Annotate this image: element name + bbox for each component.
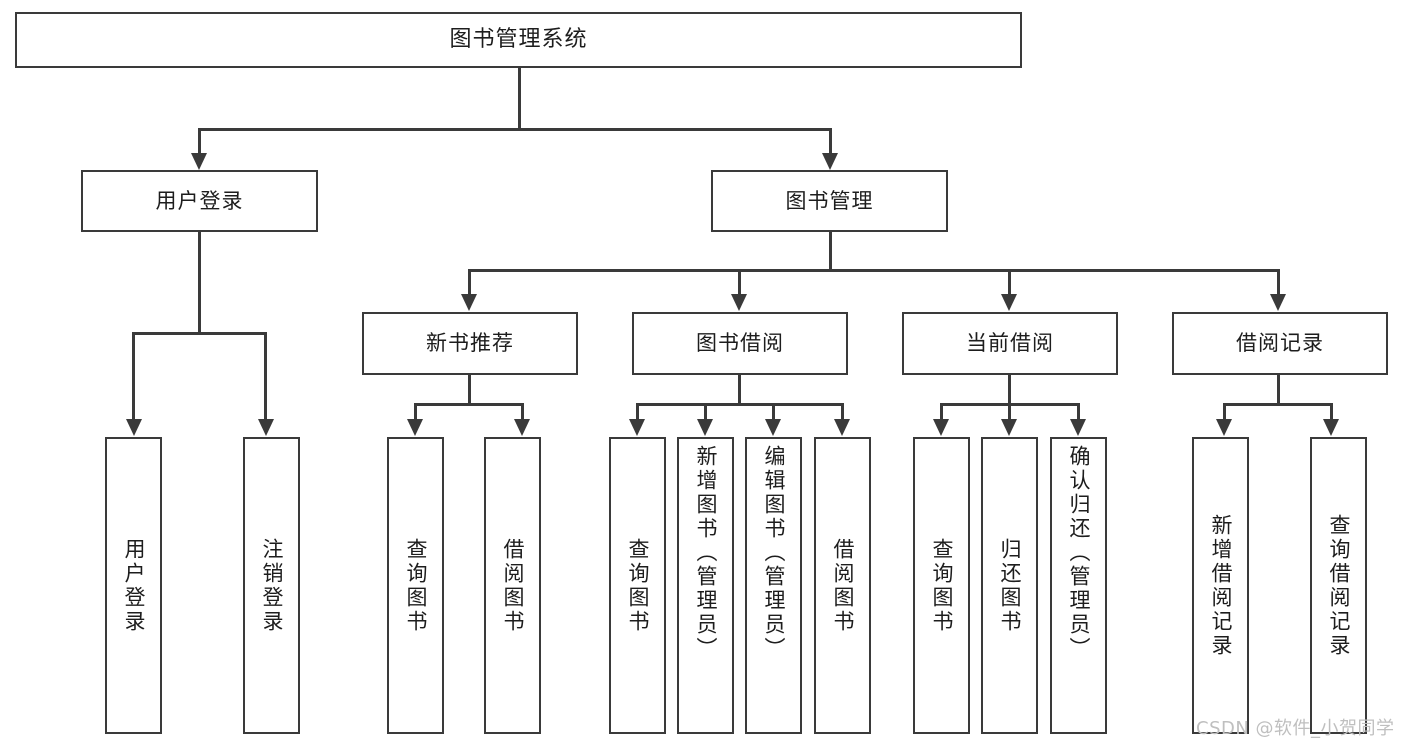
arrow-to-leaf-edit-book xyxy=(765,419,781,436)
edge-book-borrow-bus xyxy=(636,403,844,406)
node-label: 编辑图书（管理员） xyxy=(762,445,786,661)
edge-book-mgmt-drop-3 xyxy=(1277,269,1280,297)
edge-new-book-drop-1 xyxy=(521,403,524,421)
leaf-query-book-borrow[interactable]: 查询图书 xyxy=(609,437,666,734)
leaf-query-book-recommend[interactable]: 查询图书 xyxy=(387,437,444,734)
edge-current-borrow-drop-2 xyxy=(1077,403,1080,421)
edge-user-login-bus xyxy=(132,332,267,335)
arrow-to-leaf-add-book xyxy=(697,419,713,436)
edge-borrow-record-drop-1 xyxy=(1330,403,1333,421)
arrow-to-leaf-return-book xyxy=(1001,419,1017,436)
edge-book-mgmt-bus xyxy=(468,269,1280,272)
node-book-management[interactable]: 图书管理 xyxy=(711,170,948,232)
arrow-to-leaf-query-book-2 xyxy=(629,419,645,436)
leaf-borrow-book[interactable]: 借阅图书 xyxy=(814,437,871,734)
node-book-borrow[interactable]: 图书借阅 xyxy=(632,312,848,375)
edge-book-borrow-drop-1 xyxy=(704,403,707,421)
node-label: 借阅图书 xyxy=(831,537,855,634)
node-label: 新书推荐 xyxy=(426,331,514,356)
leaf-query-borrow-record[interactable]: 查询借阅记录 xyxy=(1310,437,1367,734)
leaf-add-book-admin[interactable]: 新增图书（管理员） xyxy=(677,437,734,734)
leaf-query-book-current[interactable]: 查询图书 xyxy=(913,437,970,734)
leaf-borrow-book-recommend[interactable]: 借阅图书 xyxy=(484,437,541,734)
arrow-to-current-borrow xyxy=(1001,294,1017,311)
edge-current-borrow-stem xyxy=(1008,375,1011,405)
arrow-to-leaf-confirm-return xyxy=(1070,419,1086,436)
edge-root-bus xyxy=(198,128,832,131)
edge-root-drop-left xyxy=(198,128,201,156)
edge-new-book-bus xyxy=(414,403,524,406)
edge-current-borrow-drop-1 xyxy=(1008,403,1011,421)
node-label: 查询图书 xyxy=(626,537,650,634)
edge-book-mgmt-drop-1 xyxy=(738,269,741,297)
edge-new-book-drop-0 xyxy=(414,403,417,421)
arrow-to-leaf-logout xyxy=(258,419,274,436)
arrow-to-book-borrow xyxy=(731,294,747,311)
arrow-to-leaf-borrow-book-1 xyxy=(514,419,530,436)
node-new-book-recommend[interactable]: 新书推荐 xyxy=(362,312,578,375)
node-user-login[interactable]: 用户登录 xyxy=(81,170,318,232)
arrow-to-leaf-query-record xyxy=(1323,419,1339,436)
edge-book-mgmt-drop-0 xyxy=(468,269,471,297)
edge-book-borrow-drop-3 xyxy=(841,403,844,421)
node-label: 新增图书（管理员） xyxy=(694,445,718,661)
arrow-to-borrow-record xyxy=(1270,294,1286,311)
node-label: 归还图书 xyxy=(998,537,1022,634)
arrow-to-leaf-add-record xyxy=(1216,419,1232,436)
edge-book-borrow-drop-0 xyxy=(636,403,639,421)
node-label: 图书管理 xyxy=(785,188,874,213)
edge-book-borrow-drop-2 xyxy=(772,403,775,421)
node-label: 图书借阅 xyxy=(696,331,784,356)
edge-user-login-drop-0 xyxy=(132,332,135,421)
arrow-to-leaf-user-login xyxy=(126,419,142,436)
node-label: 查询借阅记录 xyxy=(1327,513,1351,658)
node-label: 新增借阅记录 xyxy=(1209,513,1233,658)
edge-book-borrow-stem xyxy=(738,375,741,405)
node-label: 查询图书 xyxy=(404,537,428,634)
leaf-confirm-return-admin[interactable]: 确认归还（管理员） xyxy=(1050,437,1107,734)
node-borrow-record[interactable]: 借阅记录 xyxy=(1172,312,1388,375)
edge-book-mgmt-stem xyxy=(829,232,832,272)
arrow-to-user-login xyxy=(191,153,207,170)
leaf-logout[interactable]: 注销登录 xyxy=(243,437,300,734)
leaf-add-borrow-record[interactable]: 新增借阅记录 xyxy=(1192,437,1249,734)
node-label: 用户登录 xyxy=(155,188,244,213)
edge-root-drop-right xyxy=(829,128,832,156)
edge-new-book-stem xyxy=(468,375,471,405)
leaf-return-book[interactable]: 归还图书 xyxy=(981,437,1038,734)
node-label: 用户登录 xyxy=(122,537,146,634)
arrow-to-new-book-recommend xyxy=(461,294,477,311)
node-label: 确认归还（管理员） xyxy=(1067,445,1091,661)
node-current-borrow[interactable]: 当前借阅 xyxy=(902,312,1118,375)
arrow-to-leaf-query-book-3 xyxy=(933,419,949,436)
arrow-to-leaf-query-book-1 xyxy=(407,419,423,436)
edge-user-login-stem xyxy=(198,232,201,335)
edge-root-stem xyxy=(518,68,521,128)
arrow-to-book-management xyxy=(822,153,838,170)
edge-borrow-record-drop-0 xyxy=(1223,403,1226,421)
node-label: 查询图书 xyxy=(930,537,954,634)
edge-borrow-record-stem xyxy=(1277,375,1280,405)
arrow-to-leaf-borrow-book-2 xyxy=(834,419,850,436)
edge-user-login-drop-1 xyxy=(264,332,267,421)
node-label: 注销登录 xyxy=(260,537,284,634)
edge-borrow-record-bus xyxy=(1223,403,1333,406)
node-label: 借阅图书 xyxy=(501,537,525,634)
leaf-user-login[interactable]: 用户登录 xyxy=(105,437,162,734)
node-label: 当前借阅 xyxy=(966,331,1054,356)
node-label: 图书管理系统 xyxy=(449,27,588,53)
node-book-management-system[interactable]: 图书管理系统 xyxy=(15,12,1022,68)
edge-book-mgmt-drop-2 xyxy=(1008,269,1011,297)
edge-current-borrow-drop-0 xyxy=(940,403,943,421)
node-label: 借阅记录 xyxy=(1236,331,1324,356)
leaf-edit-book-admin[interactable]: 编辑图书（管理员） xyxy=(745,437,802,734)
